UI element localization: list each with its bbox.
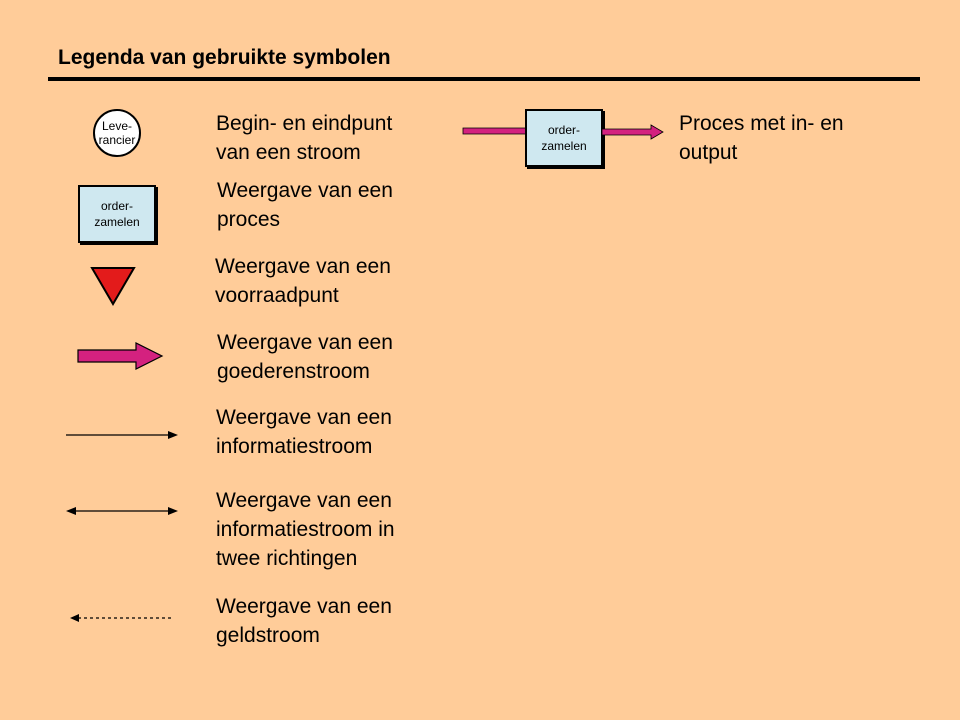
terminal-circle-icon: Leve- rancier [93, 109, 141, 157]
process-box-icon: order- zamelen [78, 185, 156, 243]
money-flow-dashed-arrow-icon [68, 611, 174, 625]
title-rule [48, 77, 920, 81]
process-output-arrow-icon [601, 124, 665, 140]
info-flow-arrow-icon [64, 428, 180, 442]
legend-storage-description: Weergave van een voorraadpunt [215, 255, 391, 307]
legend-bidirectional-info-description: Weergave van een informatiestroom in twe… [216, 489, 395, 570]
process-input-arrow-icon [462, 124, 528, 138]
bidirectional-info-arrow-icon [64, 504, 180, 518]
page-title: Legenda van gebruikte symbolen [58, 46, 391, 69]
process-io-box-icon: order- zamelen [525, 109, 603, 167]
goods-flow-arrow-icon [76, 341, 166, 371]
legend-goods-flow-description: Weergave van een goederenstroom [217, 331, 393, 383]
legend-start-end-description: Begin- en eindpunt van een stroom [216, 112, 393, 164]
legend-money-flow-description: Weergave van een geldstroom [216, 595, 392, 647]
legend-process-description: Weergave van een proces [217, 179, 393, 231]
legend-process-io-description: Proces met in- en output [679, 112, 844, 164]
legend-info-flow-description: Weergave van een informatiestroom [216, 406, 392, 458]
storage-triangle-icon [90, 266, 136, 306]
